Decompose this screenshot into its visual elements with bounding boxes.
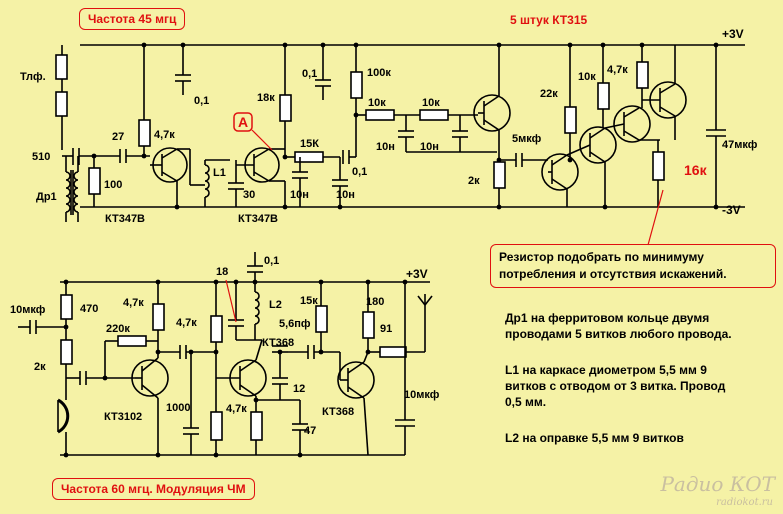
c1000-label: 1000 (166, 402, 190, 414)
r22k-label: 22к (540, 88, 558, 100)
r220k (117, 335, 147, 347)
r470-label: 470 (80, 303, 98, 315)
r47k-bottom-c-label: 4,7к (226, 403, 247, 415)
r100k (350, 71, 363, 99)
headphone-upper (55, 54, 68, 80)
dr1-coil-right (73, 171, 79, 213)
r47k-a-label: 4,7к (154, 129, 175, 141)
r10k-b-label: 10к (422, 97, 440, 109)
r47k-bottom-c (250, 411, 263, 441)
r10k-a (365, 109, 395, 121)
r16k-trimmer (652, 151, 665, 181)
r15k-bottom (315, 305, 328, 333)
transistor-note: 5 штук КТ315 (510, 13, 588, 27)
r10k-c (597, 82, 610, 110)
c18-label: 18 (216, 266, 228, 278)
r2k (493, 161, 506, 189)
r220k-label: 220к (106, 323, 130, 335)
transistor-kt3102 (131, 359, 169, 397)
c01-c-label: 0,1 (352, 166, 367, 178)
c12-label: 12 (293, 383, 305, 395)
r100 (88, 167, 101, 195)
headphones-label: Тлф. (20, 71, 46, 83)
r180 (362, 311, 375, 339)
c10n-b-label: 10н (336, 189, 355, 201)
c10mkf-b-label: 10мкф (404, 389, 440, 401)
c10n-c-label: 10н (376, 141, 395, 153)
r22k (564, 106, 577, 134)
r15k-bottom-label: 15к (300, 295, 318, 307)
c01-bottom-label: 0,1 (264, 255, 279, 267)
note-l2: L2 на оправке 5,5 мм 9 витков (505, 431, 684, 445)
c10n-a-label: 10н (290, 189, 309, 201)
l2-label: L2 (269, 299, 282, 311)
transistor-5 (579, 126, 617, 164)
bottom-supply-label: +3V (406, 267, 428, 281)
l1-coil (204, 164, 210, 198)
c47-label: 47 (304, 425, 316, 437)
transistor-3 (473, 94, 511, 132)
r100-label: 100 (104, 179, 122, 191)
t1-label: КТ347В (105, 213, 145, 225)
c01-a-label: 0,1 (194, 95, 209, 107)
r47k-bottom-b (210, 315, 223, 343)
r47k-a (138, 119, 151, 147)
dr1-label: Др1 (36, 191, 57, 203)
transistor-kt368-b (337, 361, 375, 399)
r18k-label: 18к (257, 92, 275, 104)
c01-b-label: 0,1 (302, 68, 317, 80)
kt368-b-label: КТ368 (322, 406, 354, 418)
kt368-a-label: КТ368 (262, 337, 294, 349)
r10k-c-label: 10к (578, 71, 596, 83)
note-l1: L1 на каркасе диометром 5,5 мм 9 витков … (505, 363, 726, 409)
r10k-a-label: 10к (368, 97, 386, 109)
c47mkf-label: 47мкф (722, 139, 758, 151)
c5mkf-label: 5мкф (512, 133, 542, 145)
t2-label: КТ347В (238, 213, 278, 225)
bottom-title: Частота 60 мгц. Модуляция ЧМ (52, 478, 255, 500)
c10n-d-label: 10н (420, 141, 439, 153)
r47k-b (636, 61, 649, 89)
r47k-b-label: 4,7к (607, 64, 628, 76)
note-dr1: Др1 на ферритовом кольце двумя проводами… (505, 311, 732, 341)
r47k-bottom-a-label: 4,7к (123, 297, 144, 309)
c56pf-label: 5,6пф (279, 318, 311, 330)
top-ground-label: -3V (722, 203, 741, 217)
transistor-4 (541, 153, 579, 191)
r10k-b (419, 109, 449, 121)
r47k-bottom-b-label: 4,7к (176, 317, 197, 329)
top-title: Частота 45 мгц (79, 8, 186, 30)
watermark-url: radiokot.ru (716, 497, 773, 508)
r18k (279, 94, 292, 122)
c30-label: 30 (243, 189, 255, 201)
r180-label: 180 (366, 296, 384, 308)
r2k-b-label: 2к (34, 361, 46, 373)
r-bottom-bias (210, 411, 223, 441)
r16k-label: 16к (684, 162, 708, 178)
marker-a-box (233, 112, 253, 132)
transistor-6 (613, 105, 651, 143)
microphone-icon (57, 398, 70, 434)
headphone-lower (55, 91, 68, 117)
l1-label: L1 (213, 167, 226, 179)
marker-a: А (238, 114, 248, 130)
r91 (379, 346, 407, 358)
r91-label: 91 (380, 323, 392, 335)
c510-label: 510 (32, 151, 50, 163)
r15k-label: 15К (300, 138, 319, 150)
r470 (60, 294, 73, 320)
watermark-logo: Радио КОТ (660, 472, 775, 496)
r47k-bottom-a (152, 303, 165, 331)
dr1-coil-left (65, 171, 71, 213)
r2k-label: 2к (468, 175, 480, 187)
c10mkf-a-label: 10мкф (10, 304, 46, 316)
r100k-label: 100к (367, 67, 391, 79)
l2-coil (254, 291, 260, 325)
top-supply-label: +3V (722, 27, 744, 41)
c27-label: 27 (112, 131, 124, 143)
resistor-note: Резистор подобрать по минимуму потреблен… (490, 244, 776, 288)
r2k-b (60, 339, 73, 365)
kt3102-label: КТ3102 (104, 411, 142, 423)
